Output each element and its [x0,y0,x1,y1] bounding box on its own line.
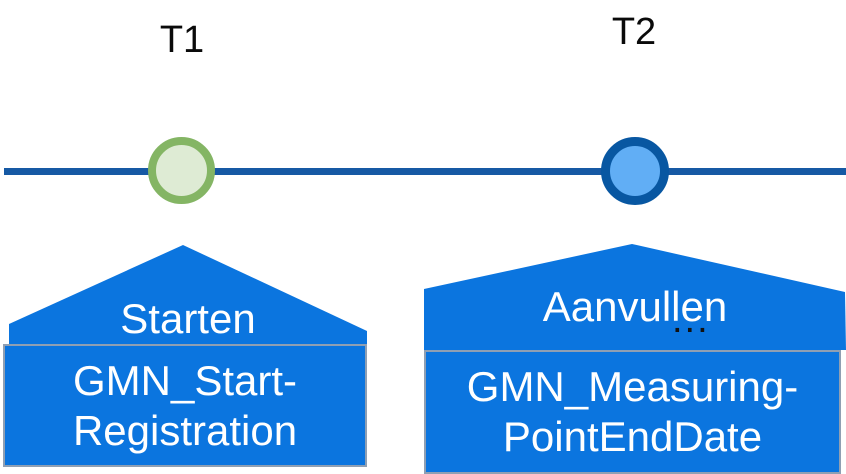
t2-field-name-line2: PointEndDate [502,413,763,460]
t1-action-label: Starten [120,295,256,342]
t2-field-name-line1: GMN_Measuring- [466,363,799,410]
t2-marker-circle [601,137,669,205]
t2-action-label: Aanvullen [542,283,728,330]
t1-event-flag-roof: Starten [9,245,367,344]
t1-field-name-line2: Registration [72,406,298,454]
timeline-line [4,168,846,175]
time-label-t1: T1 [159,19,205,61]
t2-ellipsis: ... [672,299,710,341]
time-label-t2: T2 [611,11,657,53]
t1-marker-circle [148,137,215,204]
t2-event-name-box: GMN_Measuring- PointEndDate [424,350,841,474]
t1-event-name-box: GMN_Start- Registration [3,344,367,467]
t2-event-flag-roof: Aanvullen [424,244,846,350]
t1-field-name-line1: GMN_Start- [72,356,298,404]
